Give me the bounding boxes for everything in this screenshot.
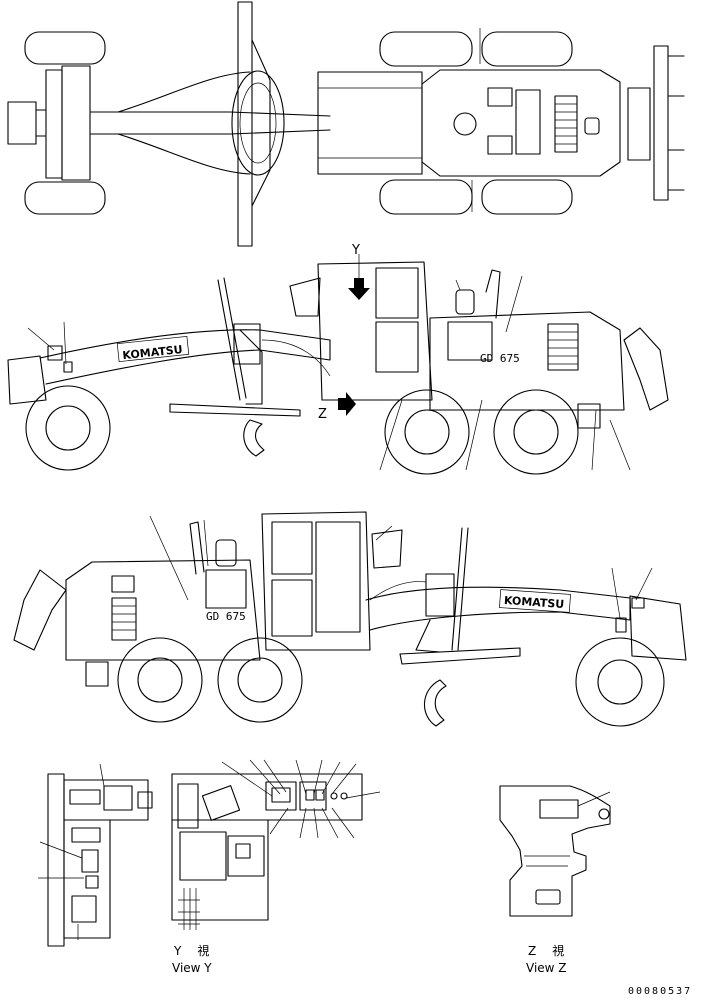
view-y-kanji: 視: [197, 944, 226, 958]
radiator-grille: [554, 95, 578, 153]
radiator-grille: [547, 323, 579, 371]
view-y-console: [171, 759, 381, 930]
seat: [179, 831, 227, 881]
main-frame: [365, 586, 631, 631]
front-bumper: [7, 355, 47, 405]
cab-window: [271, 579, 313, 637]
moldboard: [243, 419, 265, 457]
cab-window: [375, 267, 419, 319]
rear-step: [85, 661, 109, 687]
ripper: [13, 569, 67, 651]
view-z-letter: Z: [528, 944, 553, 958]
front-axle-frame: [61, 65, 91, 181]
rear-tire: [217, 637, 303, 723]
air-cleaner: [215, 539, 237, 567]
view-z-caption: View Z: [526, 961, 567, 975]
decal: [69, 789, 101, 805]
rear-tire: [481, 31, 573, 67]
rear-step: [577, 403, 601, 429]
ripper: [623, 327, 669, 411]
console-lower: [171, 819, 269, 921]
switch-panel: [299, 781, 327, 811]
mirror: [371, 529, 403, 569]
right-side-view: GD 675 KOMATSU: [13, 511, 687, 727]
view-y-letter: Y: [174, 944, 198, 958]
front-bumper: [629, 595, 687, 661]
front-tire: [24, 181, 106, 215]
mirror: [289, 277, 321, 317]
brand-badge: KOMATSU: [122, 343, 183, 362]
pillar: [47, 773, 65, 947]
engine-hood: [65, 559, 261, 661]
front-axle: [45, 69, 63, 179]
rear-tire: [379, 179, 473, 215]
lift-bracket: [233, 323, 261, 365]
cab-window: [375, 321, 419, 373]
decal: [539, 799, 579, 819]
front-tire: [24, 31, 106, 65]
decal: [535, 889, 561, 905]
front-tire: [25, 385, 111, 471]
radiator-grille: [111, 575, 135, 593]
ripper-frame: [627, 87, 651, 161]
lift-bracket: [425, 573, 455, 617]
panel-box: [63, 819, 111, 939]
view-y-caption-jp: Y視: [174, 942, 225, 959]
cab-roof: [317, 71, 423, 175]
rear-tire: [117, 637, 203, 723]
air-cleaner: [455, 289, 475, 315]
view-y-caption: View Y: [172, 961, 212, 975]
view-y-arrow-label: Y: [351, 243, 360, 258]
model-badge: GD 675: [206, 610, 246, 623]
console-top: [171, 773, 363, 821]
exhaust-pipe: [189, 521, 205, 575]
decal: [71, 895, 97, 923]
cab-door: [315, 521, 361, 633]
engine-hood: [429, 311, 625, 411]
rear-tire: [481, 179, 573, 215]
view-z-bracket: [499, 785, 611, 917]
main-frame: [89, 111, 331, 135]
rear-tire: [379, 31, 473, 67]
view-y-arrow: [348, 278, 370, 300]
drawing-number: 00080537: [628, 986, 693, 997]
view-z-kanji: 視: [552, 944, 581, 958]
front-bumper: [7, 101, 37, 145]
main-frame: [39, 329, 331, 385]
cab-window: [271, 521, 313, 575]
rear-tire: [384, 389, 470, 475]
view-z-caption-jp: Z視: [528, 942, 580, 959]
front-tire: [575, 637, 665, 727]
moldboard: [423, 679, 447, 727]
cab: [261, 511, 371, 651]
drawbar: [117, 71, 251, 175]
decal: [235, 843, 251, 859]
engine-hood: [421, 69, 621, 177]
ripper-bar: [653, 45, 669, 201]
brand-badge: KOMATSU: [504, 594, 565, 611]
air-cleaner: [453, 112, 477, 136]
moldboard: [237, 1, 253, 247]
view-z-arrow-label: Z: [318, 407, 327, 422]
left-side-view: KOMATSU Y Z GD 675: [7, 243, 669, 475]
view-y-panel-left: [38, 763, 153, 947]
rear-tire: [493, 389, 579, 475]
model-badge: GD 675: [480, 352, 520, 365]
circle: [231, 70, 285, 176]
top-view: [7, 1, 685, 247]
view-z-arrow: [338, 392, 356, 416]
exhaust-pipe: [485, 269, 501, 319]
decal: [81, 849, 99, 873]
cab: [317, 261, 433, 401]
switch-panel: [265, 781, 297, 811]
bracket-outline: [499, 785, 611, 917]
